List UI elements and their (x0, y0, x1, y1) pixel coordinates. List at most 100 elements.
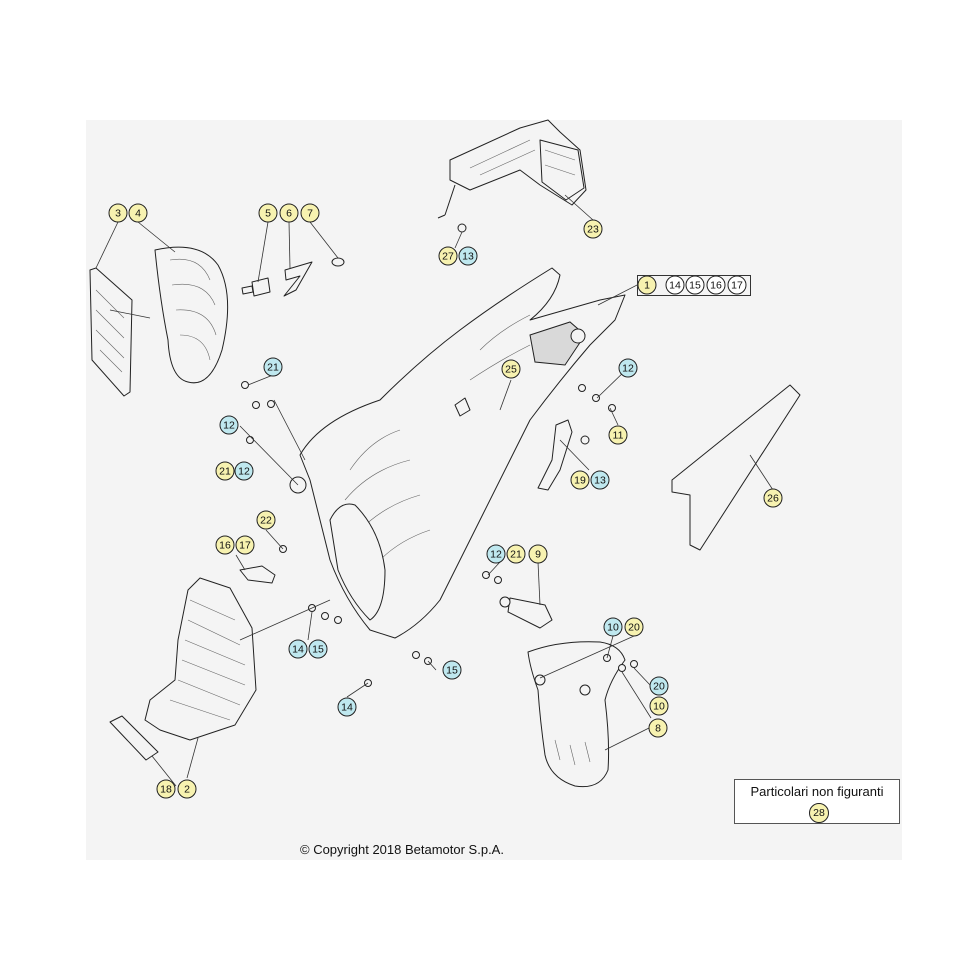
callout-circle (263, 357, 283, 377)
callout-3: 3 (108, 203, 128, 223)
callout-circle (219, 415, 239, 435)
callout-number: 1 (644, 280, 650, 292)
callout-circle (458, 246, 478, 266)
callout-27: 27 (438, 246, 458, 266)
callout-number: 4 (135, 208, 141, 220)
callout-group-box (637, 275, 751, 296)
callout-number: 14 (669, 280, 681, 292)
callout-17: 17 (727, 275, 747, 295)
part-mount-bracket (239, 565, 276, 584)
callout-21: 21 (263, 357, 283, 377)
callout-number: 21 (510, 549, 522, 561)
callout-number: 19 (574, 475, 586, 487)
callout-20: 20 (624, 617, 644, 637)
callout-circle (648, 718, 668, 738)
callout-number: 23 (587, 224, 599, 236)
callout-circle (618, 358, 638, 378)
callout-10: 10 (603, 617, 623, 637)
callout-number: 2 (184, 784, 190, 796)
part-number-plate (671, 384, 801, 551)
callout-number: 12 (238, 466, 250, 478)
callout-number: 10 (653, 701, 665, 713)
callout-12: 12 (219, 415, 239, 435)
callout-circle (603, 617, 623, 637)
callout-circle (215, 535, 235, 555)
callout-13: 13 (590, 470, 610, 490)
callout-10: 10 (649, 696, 669, 716)
callout-circle (665, 275, 685, 295)
callout-circle (590, 470, 610, 490)
callout-circle (570, 470, 590, 490)
callout-1: 1 (637, 275, 657, 295)
callout-21: 21 (215, 461, 235, 481)
part-rear-flap (527, 641, 626, 788)
callout-number: 25 (505, 364, 517, 376)
callout-number: 15 (689, 280, 701, 292)
callout-number: 13 (462, 251, 474, 263)
legend-box: Particolari non figuranti 28 (734, 779, 900, 824)
callout-number: 7 (307, 208, 313, 220)
callout-number: 21 (267, 362, 279, 374)
callout-18: 18 (156, 779, 176, 799)
callout-circle (649, 676, 669, 696)
callout-number: 18 (160, 784, 172, 796)
callout-8: 8 (648, 718, 668, 738)
callout-circle (128, 203, 148, 223)
callout-number: 9 (535, 549, 541, 561)
callout-number: 12 (490, 549, 502, 561)
callout-circle (763, 488, 783, 508)
callout-circle (256, 510, 276, 530)
callout-25: 25 (501, 359, 521, 379)
callout-number: 10 (607, 622, 619, 634)
callout-circle (706, 275, 726, 295)
callout-15: 15 (685, 275, 705, 295)
callout-number: 14 (292, 644, 304, 656)
callout-number: 27 (442, 251, 454, 263)
callout-circle (235, 535, 255, 555)
callout-number: 16 (219, 540, 231, 552)
part-sensor (499, 596, 553, 629)
callout-12: 12 (486, 544, 506, 564)
callout-circle (156, 779, 176, 799)
callout-circle (308, 639, 328, 659)
callout-number: 20 (628, 622, 640, 634)
callout-14: 14 (288, 639, 308, 659)
callout-circle (442, 660, 462, 680)
callout-number: 13 (594, 475, 606, 487)
callout-number: 17 (731, 280, 743, 292)
callout-circle (501, 359, 521, 379)
callout-circle (506, 544, 526, 564)
callout-23: 23 (583, 219, 603, 239)
callout-number: 12 (622, 363, 634, 375)
callout-circle (637, 275, 657, 295)
legend-title: Particolari non figuranti (750, 784, 884, 799)
callout-number: 15 (312, 644, 324, 656)
part-small-bracket (537, 419, 590, 491)
callout-number: 12 (223, 420, 235, 432)
callout-21: 21 (506, 544, 526, 564)
callout-number: 8 (655, 723, 661, 735)
callout-14: 14 (337, 697, 357, 717)
callout-15: 15 (442, 660, 462, 680)
callout-number: 26 (767, 493, 779, 505)
part-air-duct (109, 577, 257, 761)
callout-12: 12 (618, 358, 638, 378)
copyright-text: © Copyright 2018 Betamotor S.p.A. (300, 842, 504, 857)
callout-circle (438, 246, 458, 266)
part-clips (241, 257, 345, 297)
callout-circle (685, 275, 705, 295)
callout-circle (215, 461, 235, 481)
callout-circle (288, 639, 308, 659)
callout-number: 21 (219, 466, 231, 478)
callout-15: 15 (308, 639, 328, 659)
callout-circle (583, 219, 603, 239)
callout-19: 19 (570, 470, 590, 490)
callout-circle (177, 779, 197, 799)
callout-11: 11 (608, 425, 628, 445)
callout-circle (108, 203, 128, 223)
callout-14: 14 (665, 275, 685, 295)
callout-circle (624, 617, 644, 637)
part-front-mask (89, 246, 229, 397)
